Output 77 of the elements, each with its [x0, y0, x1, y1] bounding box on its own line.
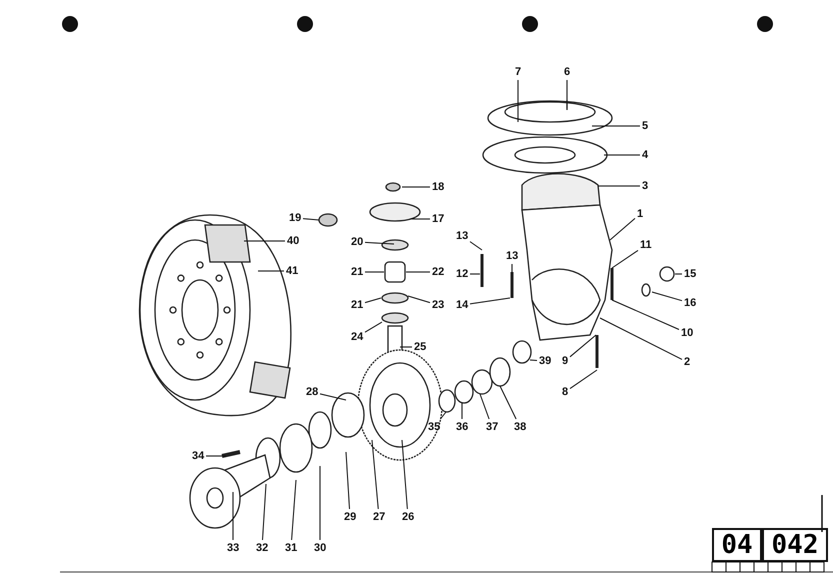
callout-number: 26	[402, 511, 414, 523]
callout-number: 32	[256, 542, 268, 554]
callout-number: 7	[515, 66, 522, 78]
leader-line	[612, 300, 680, 330]
callout-number: 19	[289, 212, 302, 224]
leader-line	[402, 186, 430, 188]
callout-number: 1	[637, 208, 644, 220]
leader-line	[364, 298, 382, 304]
leader-line	[346, 452, 350, 510]
callout-number: 6	[564, 66, 570, 78]
callout-number: 20	[351, 236, 364, 248]
leader-line	[400, 346, 412, 348]
callout-number: 35	[428, 421, 440, 433]
callout-number: 34	[192, 450, 204, 462]
callout-number: 4	[642, 149, 648, 161]
leader-line	[232, 492, 234, 540]
leader-line	[302, 218, 320, 220]
callout-number: 14	[456, 299, 468, 311]
callout-number: 9	[562, 355, 568, 367]
leader-line	[291, 480, 296, 540]
callout-number: 13	[506, 250, 518, 262]
callout-number: 30	[314, 542, 326, 554]
callout-number: 27	[373, 511, 386, 523]
leader-line	[440, 412, 446, 420]
section-number: 04	[712, 528, 762, 562]
leader-line	[410, 218, 430, 220]
leader-line	[470, 241, 482, 250]
callout-number: 33	[227, 542, 240, 554]
leader-line	[364, 322, 382, 333]
callout-number: 12	[456, 268, 468, 280]
callout-number: 16	[684, 297, 696, 309]
callout-number: 31	[285, 542, 298, 554]
leader-line	[570, 334, 596, 358]
leader-line	[500, 386, 517, 420]
leader-line	[320, 393, 346, 400]
callout-number: 8	[562, 386, 568, 398]
callout-number: 17	[432, 213, 444, 225]
callout-number: 28	[306, 386, 318, 398]
leader-line	[244, 240, 286, 242]
leader-line	[530, 360, 538, 361]
leader-line	[600, 318, 682, 360]
leader-line	[612, 250, 638, 268]
leader-line	[480, 394, 490, 420]
leader-line	[408, 296, 430, 304]
leader-line	[364, 242, 394, 244]
callout-number: 36	[456, 421, 468, 433]
callout-number: 22	[432, 266, 444, 278]
callout-number: 3	[642, 180, 648, 192]
callout-number: 2	[684, 356, 690, 368]
callout-number: 29	[344, 511, 356, 523]
leader-line	[652, 292, 682, 302]
leader-line	[402, 440, 408, 510]
leader-line	[570, 370, 598, 390]
leader-line	[566, 80, 568, 108]
leader-line	[610, 218, 636, 240]
callout-number: 10	[681, 327, 694, 339]
callout-number: 23	[432, 299, 444, 311]
leader-line	[470, 298, 510, 304]
callout-number: 25	[414, 341, 426, 353]
callout-number: 24	[351, 331, 364, 343]
callout-number: 41	[286, 265, 298, 277]
callout-number: 18	[432, 181, 444, 193]
leader-line	[372, 440, 379, 510]
callout-number: 37	[486, 421, 498, 433]
callout-number: 21	[351, 299, 364, 311]
callout-number: 5	[642, 120, 648, 132]
callout-number: 38	[514, 421, 526, 433]
callout-number: 13	[456, 230, 468, 242]
callout-number: 21	[351, 266, 364, 278]
callout-number: 11	[640, 239, 652, 251]
callout-number: 15	[684, 268, 696, 280]
callout-number: 40	[287, 235, 300, 247]
leader-line	[258, 270, 284, 272]
leader-line	[262, 484, 266, 540]
page-number: 042	[762, 528, 828, 562]
callout-number: 39	[539, 355, 552, 367]
leader-line	[604, 154, 640, 156]
